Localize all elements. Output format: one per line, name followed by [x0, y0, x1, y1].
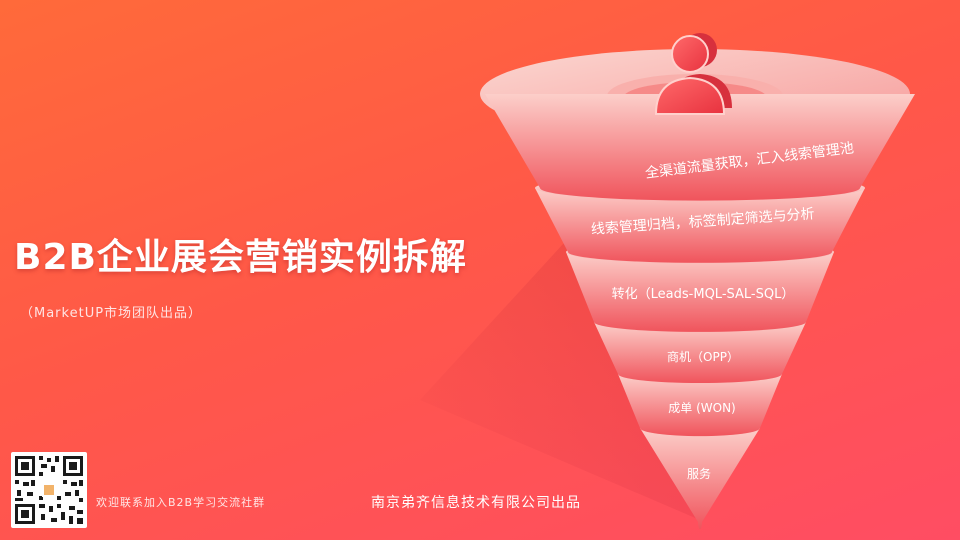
publisher-credit: 南京弟齐信息技术有限公司出品 [371, 495, 581, 511]
qr-caption: 欢迎联系加入B2B学习交流社群 [96, 496, 266, 509]
stage-label-5: 成单 (WON) [668, 401, 735, 415]
stage-label-6: 服务 [687, 466, 711, 481]
stage-label-3: 转化（Leads-MQL-SAL-SQL） [612, 287, 795, 302]
funnel-stage-4 [594, 322, 806, 383]
user-icon [654, 33, 732, 115]
page-subtitle: （MarketUP市场团队出品） [20, 306, 203, 321]
page-title: B2B企业展会营销实例拆解 [14, 237, 467, 278]
stage-label-4: 商机（OPP） [667, 349, 739, 364]
funnel-stage-5 [618, 374, 782, 437]
funnel-stage-6 [640, 428, 760, 530]
funnel-stage-2 [535, 188, 865, 263]
qr-code [11, 452, 87, 528]
funnel-stage-3 [566, 252, 834, 332]
funnel-stage-1 [485, 94, 915, 201]
